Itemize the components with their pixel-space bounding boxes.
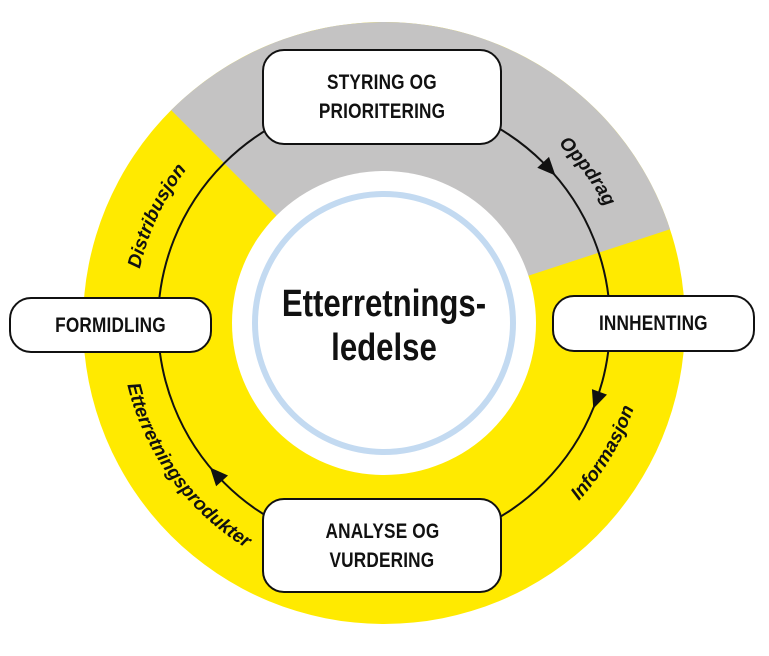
- arrow-to-formidling-icon: [210, 467, 229, 487]
- inner-white-disc: [232, 171, 536, 475]
- step-label-line2: PRIORITERING: [318, 100, 446, 123]
- arrow-to-innhenting-icon: [537, 156, 556, 176]
- step-label: FORMIDLING: [55, 313, 166, 337]
- center-title-line1: Etterretnings-: [281, 283, 487, 325]
- arrow-to-analyse-icon: [591, 389, 607, 409]
- step-styring-og-prioritering: STYRING OG PRIORITERING: [262, 49, 502, 145]
- step-innhenting: INNHENTING: [552, 295, 755, 352]
- step-label: INNHENTING: [599, 312, 708, 335]
- step-formidling: FORMIDLING: [9, 297, 212, 353]
- center-title-line2: ledelse: [331, 327, 437, 369]
- step-label-line1: ANALYSE OG: [325, 519, 439, 543]
- center-title: Etterretnings- ledelse: [234, 282, 534, 370]
- step-label-line1: STYRING OG: [327, 71, 437, 94]
- blue-ring: [252, 191, 516, 455]
- step-analyse-og-vurdering: ANALYSE OG VURDERING: [262, 498, 502, 593]
- step-label-line2: VURDERING: [329, 548, 435, 572]
